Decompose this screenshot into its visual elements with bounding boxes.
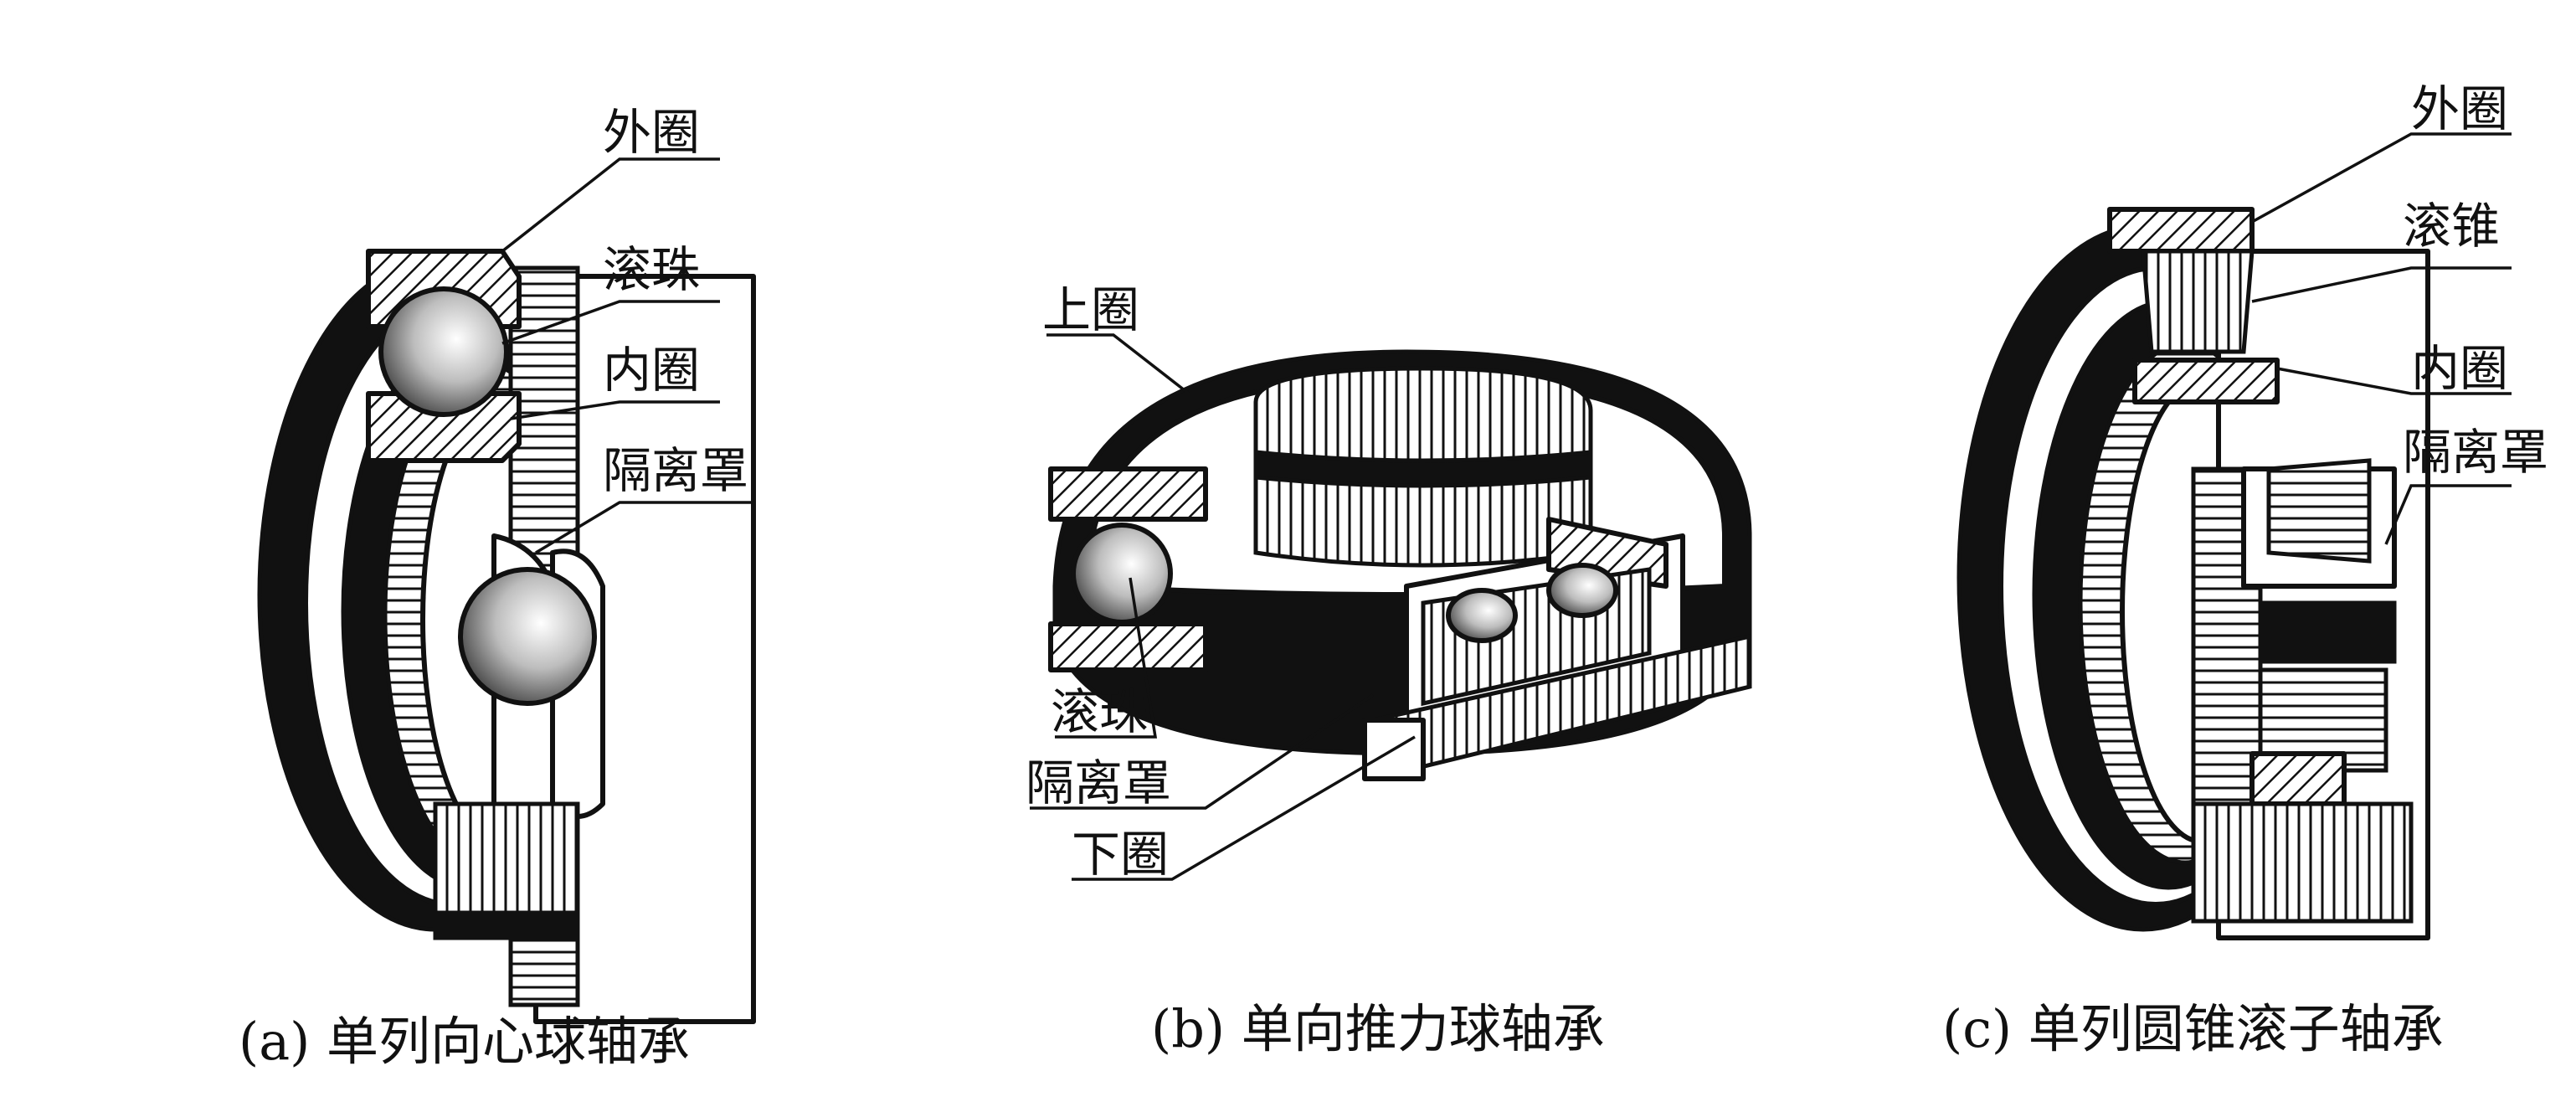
figure-c-roller-exposed <box>2266 458 2372 564</box>
figure-b-label-ball: 滚珠 <box>1051 683 1148 740</box>
figure-a-ball-section <box>378 286 509 417</box>
figure-a-label-outer-ring: 外圈 <box>603 104 700 161</box>
figure-a-label-inner-ring: 内圈 <box>603 342 700 399</box>
figure-c-caption: (c) 单列圆锥滚子轴承 <box>1942 998 2444 1059</box>
figure-b-upper-ring <box>1048 466 1208 522</box>
figure-b-lower-ring <box>1048 621 1208 672</box>
figure-a-label-ball: 滚珠 <box>603 241 700 298</box>
figure-b-label-upper-ring: 上圈 <box>1042 281 1139 338</box>
figure-c-roller-section <box>2141 249 2255 354</box>
figure-c-label-cage: 隔离罩 <box>2403 424 2548 481</box>
figure-a-inner-ring <box>366 391 522 463</box>
figure-a-caption: (a) 单列向心球轴承 <box>239 1011 690 1072</box>
figure-a-ball-exposed <box>458 567 597 706</box>
figure-b-label-cage: 隔离罩 <box>1026 755 1171 811</box>
figure-b-label-lower-ring: 下圈 <box>1072 826 1169 883</box>
figure-a-label-cage: 隔离罩 <box>603 442 748 499</box>
figure-c-outer-ring <box>2107 207 2255 254</box>
figure-c-inner-ring <box>2132 358 2280 404</box>
figure-c-label-inner-ring: 内圈 <box>2411 340 2508 397</box>
figure-a-radial-ball-bearing: 外圈 滚珠 内圈 隔离罩 <box>257 104 756 1024</box>
figure-b-caption: (b) 单向推力球轴承 <box>1151 998 1605 1059</box>
figure-b-thrust-ball-bearing: 上圈 滚珠 隔离罩 下圈 <box>1026 281 1752 883</box>
figure-c-label-roller: 滚锥 <box>2403 198 2500 255</box>
figure-b-ball-section <box>1071 523 1173 625</box>
figure-c-tapered-roller-bearing: 外圈 滚锥 内圈 隔离罩 <box>1956 80 2548 940</box>
figure-c-label-outer-ring: 外圈 <box>2411 80 2508 137</box>
